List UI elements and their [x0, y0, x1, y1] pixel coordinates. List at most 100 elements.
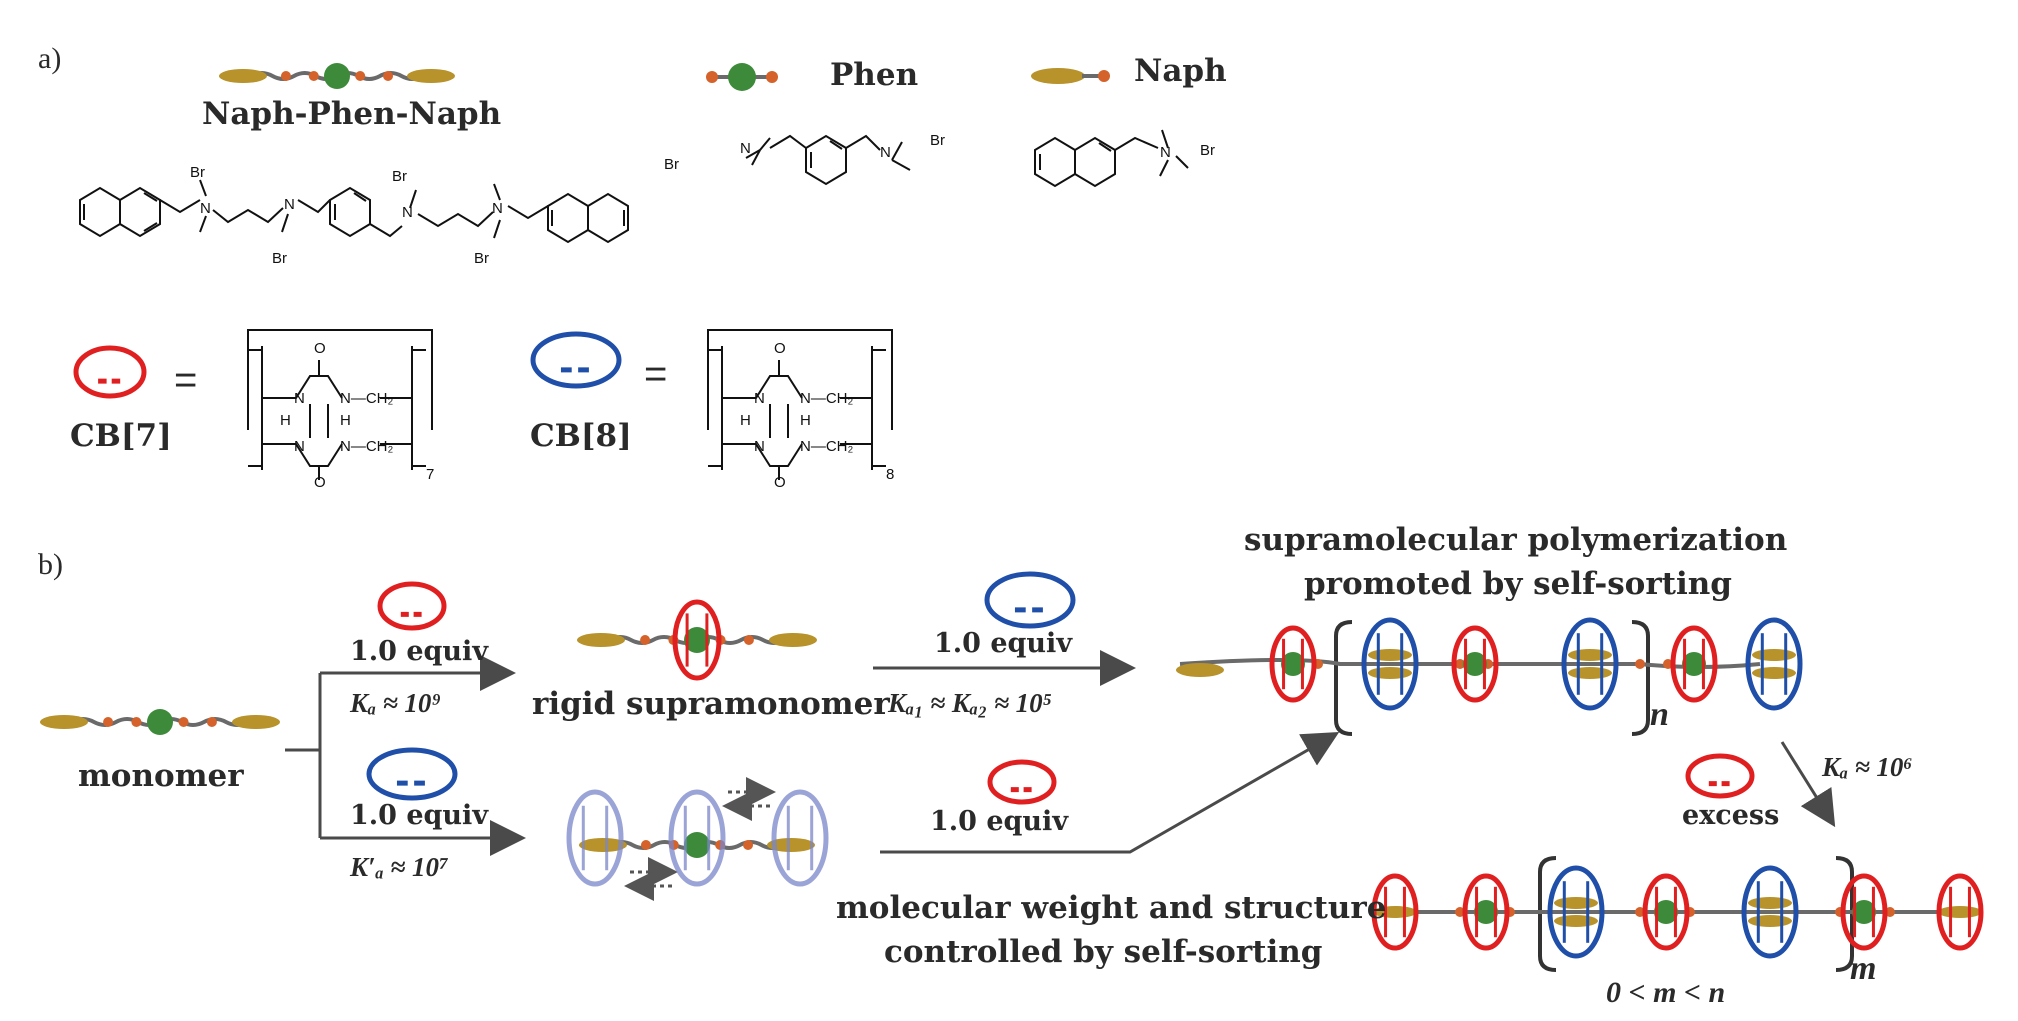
- shuttle-arrows: [624, 777, 776, 901]
- monomer-label: monomer: [78, 758, 244, 794]
- equiv-bottom-label: 1.0 equiv: [350, 800, 489, 831]
- naph-end: [407, 69, 455, 83]
- naph-stack: [1554, 915, 1598, 927]
- phen-core: [147, 709, 173, 735]
- cb7-ring: [1451, 625, 1499, 703]
- naph-stack: [1752, 667, 1796, 679]
- ring-outline: [1547, 865, 1605, 959]
- cb7-n-2: N: [294, 438, 305, 455]
- n-label-1: N: [200, 200, 211, 217]
- n-label: n: [1650, 696, 1669, 733]
- phen-core: [684, 627, 710, 653]
- ring-outline: [1462, 873, 1510, 951]
- ammonium-node: [1635, 907, 1645, 917]
- cb7-ring: [1840, 873, 1888, 951]
- phen-core: [1682, 652, 1706, 676]
- phen-core: [1852, 900, 1876, 924]
- naph-end: [1176, 663, 1224, 677]
- br-label-4: Br: [474, 250, 489, 267]
- ammonium-node: [743, 635, 754, 645]
- phen-structure: [745, 134, 911, 186]
- ring-outline: [566, 789, 624, 887]
- naph-stack: [1752, 649, 1796, 661]
- ammonium-node: [178, 717, 189, 727]
- ring-outline: [1936, 873, 1984, 951]
- cb7-ring: [73, 345, 147, 399]
- phen-core: [1654, 900, 1678, 924]
- ka-right-label: Kₐ ≈ 10⁶: [1822, 752, 1913, 782]
- phen-core: [1474, 900, 1498, 924]
- cb8-ring: [1547, 865, 1605, 959]
- cb7-h-left: H: [280, 412, 291, 429]
- cb8-equals: =: [644, 352, 668, 396]
- ring-outline: [1745, 617, 1803, 711]
- cb8-n-1: N: [754, 390, 765, 407]
- br-label-6: Br: [930, 132, 945, 149]
- cb7-ring-excess: [1685, 753, 1755, 799]
- mixture-rod: [579, 832, 815, 858]
- phen-core: [324, 63, 350, 89]
- cb7-on-phen: [672, 599, 722, 681]
- arrow-diagonal: [880, 732, 1340, 854]
- cb7-ring: [1670, 625, 1718, 703]
- naph-stack: [1748, 897, 1792, 909]
- cb7-ring: [1371, 873, 1419, 951]
- phen-label: Phen: [830, 57, 919, 93]
- phen-core: [728, 63, 756, 91]
- cb7-label: CB[7]: [70, 418, 172, 454]
- naph-icon: [1031, 68, 1110, 84]
- cb7-o-bottom: O: [314, 474, 326, 491]
- ka-top-label: Kₐ ≈ 10⁹: [350, 688, 441, 718]
- polymer-chain-top: [1179, 658, 1761, 669]
- rigid-supramonomer-label: rigid supramonomer: [532, 686, 890, 722]
- cb7-ring: [1936, 873, 1984, 951]
- n-label-7: N: [1160, 144, 1171, 161]
- cb7-o-top: O: [314, 340, 326, 357]
- naph-end: [767, 838, 815, 852]
- naph-phen-naph-structure: [79, 179, 629, 244]
- naph-stack: [1368, 649, 1412, 661]
- cb7-subscript: 7: [426, 466, 435, 483]
- mw-line2-label: controlled by self-sorting: [884, 934, 1323, 970]
- n-label-2: N: [284, 196, 295, 213]
- phen-core: [684, 832, 710, 858]
- naph-stack: [1568, 667, 1612, 679]
- naph-stack: [1568, 649, 1612, 661]
- branch-arrows: [285, 655, 526, 856]
- phen-core: [1281, 652, 1305, 676]
- ammonium-node: [706, 71, 718, 83]
- ring-outline: [771, 789, 829, 887]
- ring-outline: [377, 581, 447, 631]
- cb7-n-1: N: [294, 390, 305, 407]
- ring-outline: [1269, 625, 1317, 703]
- ammonium-node: [383, 71, 394, 81]
- assemblies-layer: [40, 571, 1984, 959]
- cb7-ring: [1642, 873, 1690, 951]
- ammonium-node: [640, 840, 651, 850]
- ka-bottom-label: K′ₐ ≈ 10⁷: [350, 852, 449, 882]
- ring-outline: [1685, 753, 1755, 799]
- ring-outline: [1642, 873, 1690, 951]
- supra-line2-label: promoted by self-sorting: [1304, 566, 1732, 602]
- naph-end: [219, 69, 267, 83]
- ring-outline: [1361, 617, 1419, 711]
- naph-end: [1373, 906, 1417, 918]
- ammonium-node: [743, 840, 754, 850]
- n-label-3: N: [402, 204, 413, 221]
- br-label-7: Br: [1200, 142, 1215, 159]
- ammonium-node: [1885, 907, 1895, 917]
- cb7-structure: [247, 329, 433, 480]
- phen-icon: [706, 63, 778, 91]
- excess-label: excess: [1682, 800, 1780, 831]
- n-label-6: N: [880, 144, 891, 161]
- ammonium-node: [308, 71, 319, 81]
- range-label: 0 < m < n: [1606, 976, 1726, 1009]
- cb8-subscript: 8: [886, 466, 895, 483]
- cb8-ring-bottom: [366, 747, 458, 801]
- supramonomer-rod: [577, 627, 817, 653]
- cb8-h-right: H: [800, 412, 811, 429]
- cb8-h-left: H: [740, 412, 751, 429]
- ammonium-node: [1455, 907, 1465, 917]
- ring-outline: [668, 789, 726, 887]
